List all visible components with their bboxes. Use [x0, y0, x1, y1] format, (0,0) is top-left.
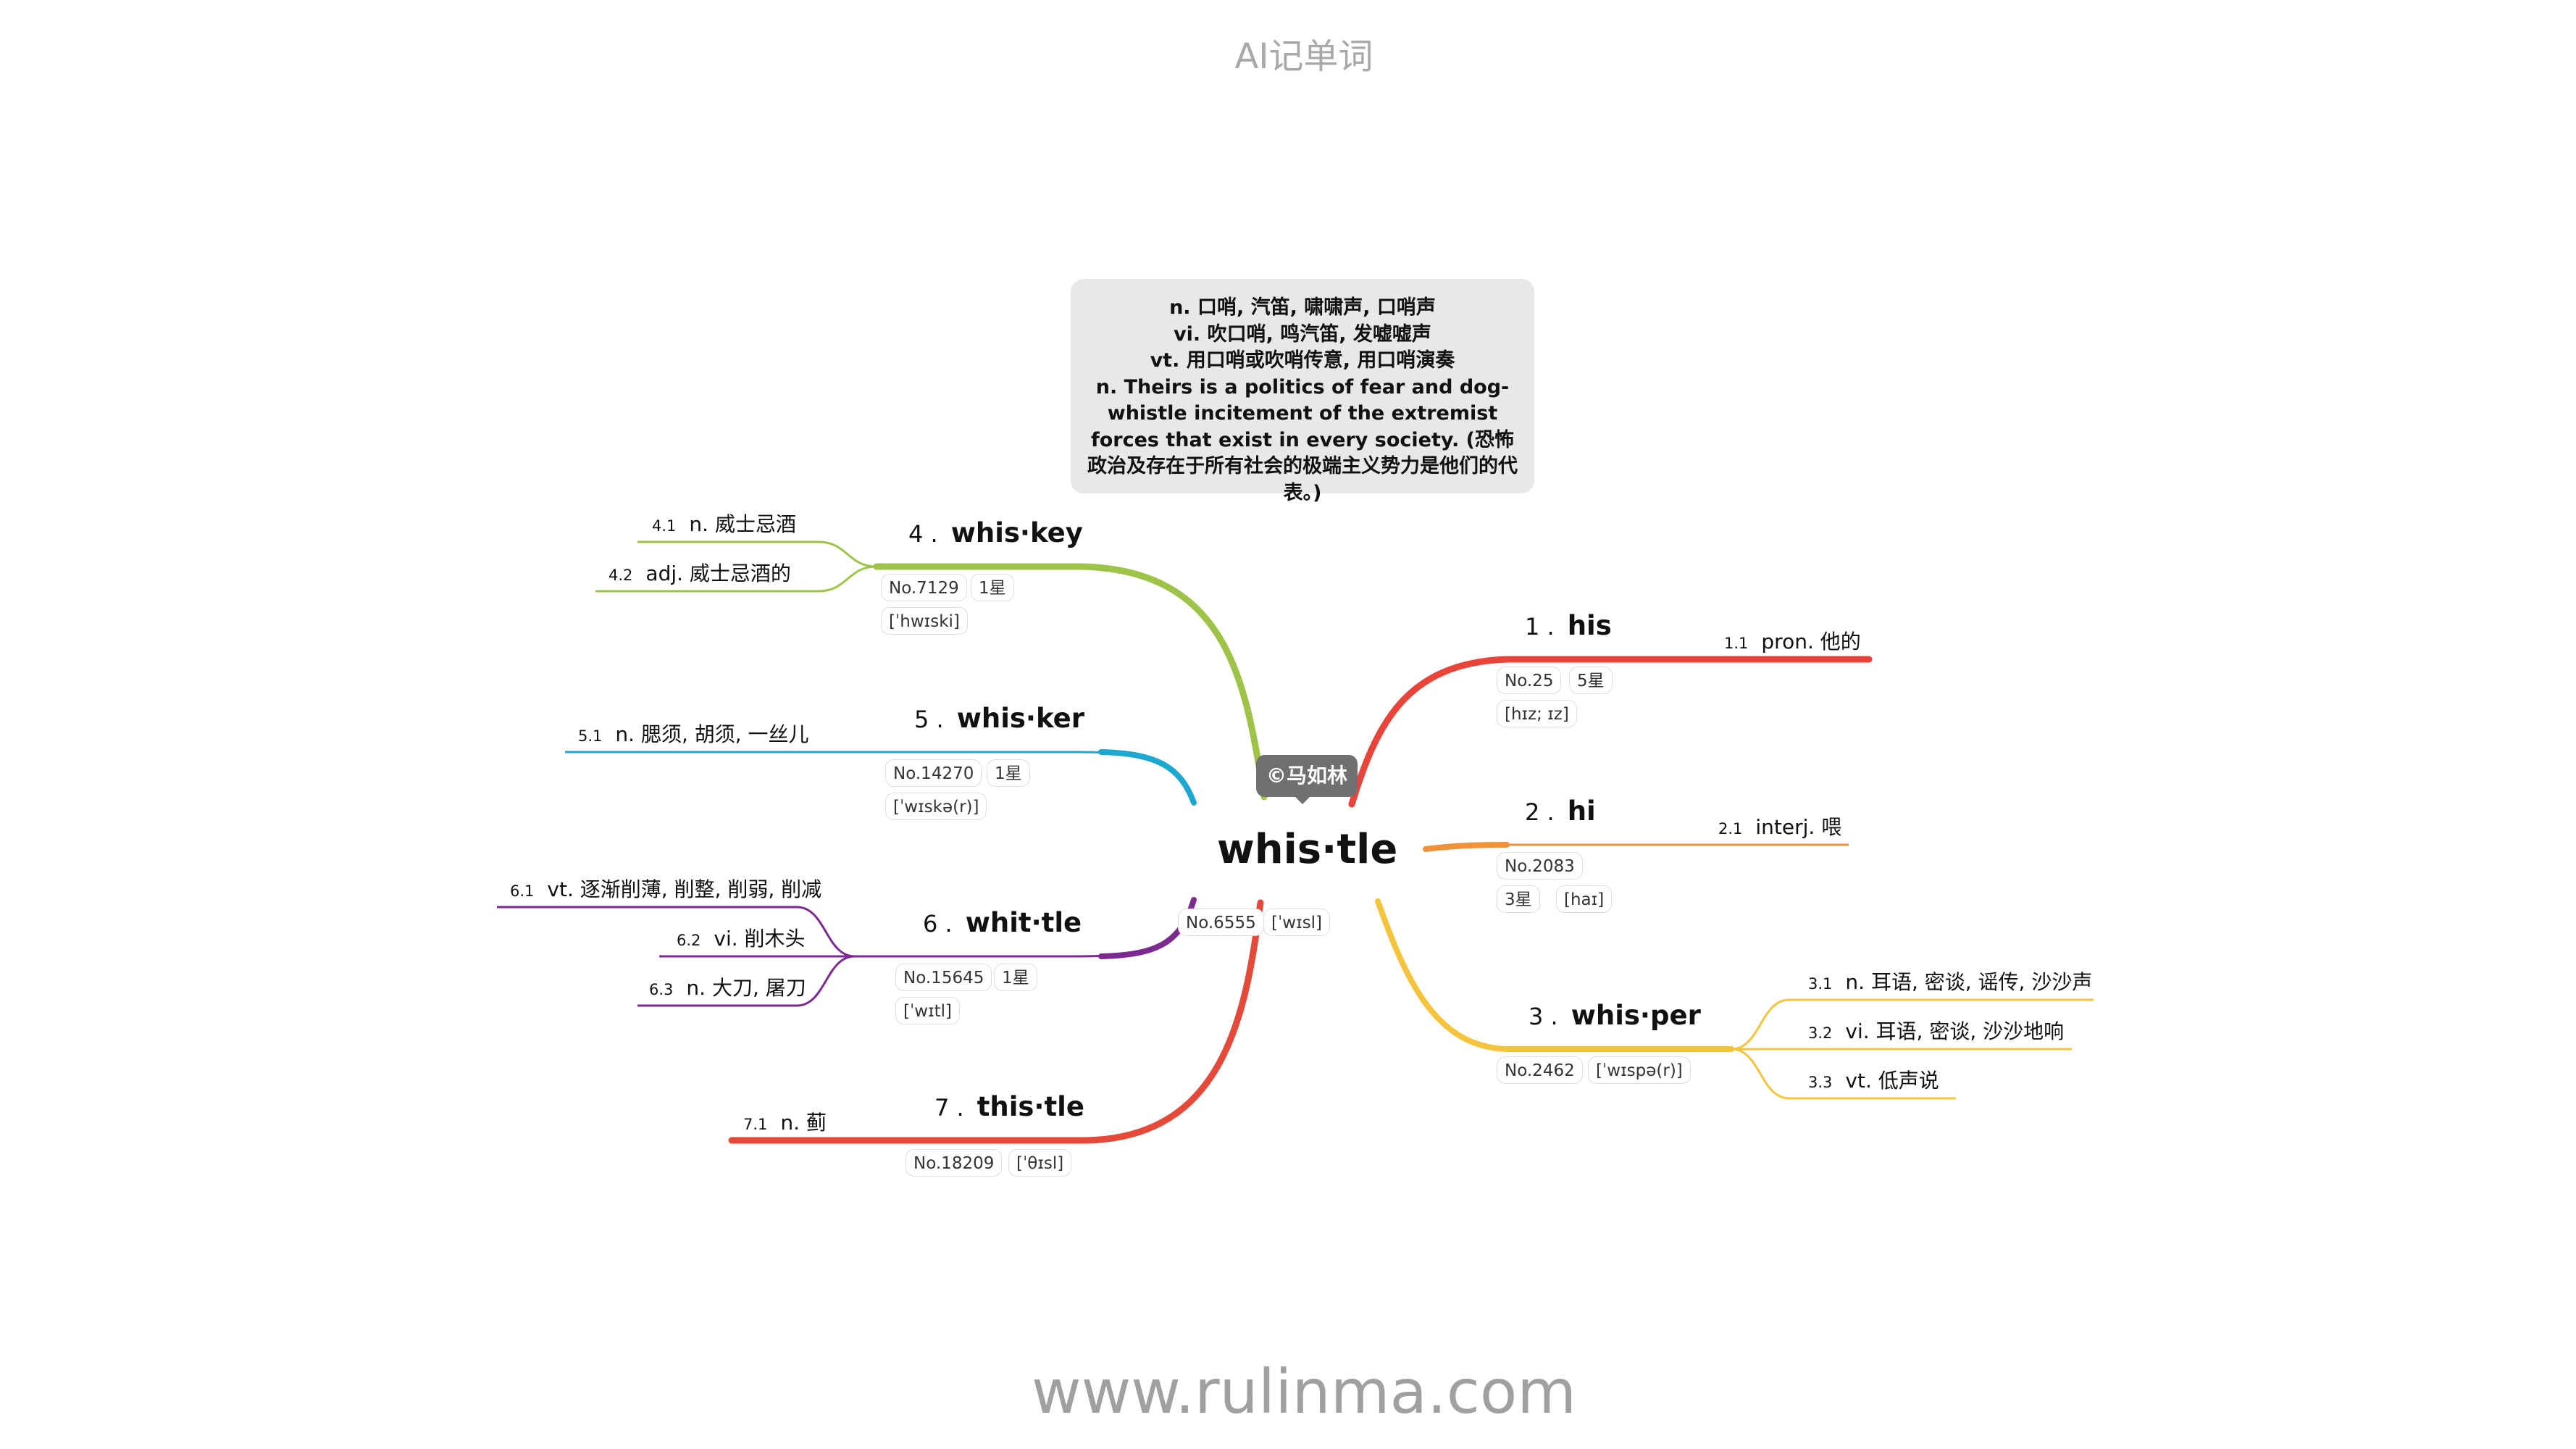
branch-phonetic-tag: [ˈθɪsl] — [1008, 1149, 1072, 1177]
definition-line: vt. 用口哨或吹哨传意, 用口哨演奏 — [1150, 349, 1455, 372]
sense-text: n. 耳语, 密谈, 谣传, 沙沙声 — [1845, 970, 2093, 994]
branch-star-tag: 1星 — [994, 964, 1037, 991]
sense-item: 7.1 n. 蓟 — [743, 1107, 827, 1136]
sense-number: 6.3 — [649, 981, 674, 998]
branch-word-text: whis·ker — [956, 703, 1084, 734]
sense-item: 5.1 n. 腮须, 胡须, 一丝儿 — [578, 719, 809, 748]
sense-text: pron. 他的 — [1761, 630, 1861, 653]
sense-text: vt. 逐渐削薄, 削整, 削弱, 削减 — [547, 877, 822, 901]
branch-no-tag: No.15645 — [895, 964, 992, 991]
sense-text: n. 蓟 — [780, 1111, 827, 1135]
branch-phonetic-tag: [ˈwɪspə(r)] — [1588, 1056, 1691, 1084]
branch-connector-whisker — [565, 751, 1195, 803]
branch-connector-his — [1348, 656, 1873, 808]
branch-connector-whiskey — [873, 563, 1268, 801]
sense-number: 3.1 — [1808, 975, 1833, 993]
branch-phonetic-tag: [ˈwɪtl] — [895, 997, 961, 1024]
branch-phonetic-tag: [haɪ] — [1556, 885, 1613, 913]
sense-text: vi. 削木头 — [714, 927, 806, 951]
branch-word-text: this·tle — [977, 1091, 1084, 1122]
page-title: AI记单词 — [1234, 36, 1373, 77]
sense-text: vt. 低声说 — [1845, 1069, 1939, 1093]
sense-text: n. 腮须, 胡须, 一丝儿 — [615, 722, 809, 746]
sense-number: 7.1 — [743, 1116, 768, 1133]
sense-item: 3.2 vi. 耳语, 密谈, 沙沙地响 — [1808, 1016, 2064, 1045]
sense-item: 1.1 pron. 他的 — [1724, 626, 1861, 655]
sense-text: adj. 威士忌酒的 — [645, 561, 791, 585]
sense-item: 3.3 vt. 低声说 — [1808, 1065, 1939, 1094]
branch-number: 2 . — [1525, 798, 1555, 826]
definition-line: vi. 吹口哨, 鸣汽笛, 发嘘嘘声 — [1174, 322, 1431, 346]
branch-no-tag: No.7129 — [881, 574, 967, 601]
branch-word-hi[interactable]: 2 . hi — [1525, 796, 1596, 827]
branch-number: 3 . — [1529, 1003, 1558, 1030]
branch-phonetic-tag: [ˈwɪskə(r)] — [885, 793, 987, 820]
branch-word-whittle[interactable]: 6 . whit·tle — [923, 907, 1082, 938]
sense-item: 3.1 n. 耳语, 密谈, 谣传, 沙沙声 — [1808, 966, 2092, 995]
sense-item: 6.3 n. 大刀, 屠刀 — [649, 972, 806, 1001]
author-label: ©马如林 — [1256, 755, 1358, 797]
sense-text: interj. 喂 — [1755, 815, 1842, 839]
branch-word-text: whit·tle — [965, 907, 1082, 938]
branch-no-tag: No.18209 — [906, 1149, 1003, 1177]
branch-word-text: whis·per — [1571, 1000, 1701, 1031]
branch-no-tag: No.2083 — [1497, 852, 1583, 880]
branch-word-text: whis·key — [950, 517, 1083, 548]
sense-text: n. 大刀, 屠刀 — [686, 976, 806, 1000]
sense-number: 3.3 — [1808, 1074, 1833, 1091]
sense-number: 6.2 — [677, 932, 701, 949]
branch-word-whisper[interactable]: 3 . whis·per — [1529, 1000, 1701, 1031]
branch-number: 7 . — [934, 1094, 964, 1122]
branch-number: 4 . — [908, 520, 938, 548]
branch-connector-thistle — [728, 899, 1264, 1144]
branch-star-tag: 1星 — [987, 759, 1030, 787]
sense-item: 2.1 interj. 喂 — [1718, 811, 1841, 840]
branch-no-tag: No.2462 — [1497, 1056, 1583, 1084]
definition-line: n. Theirs is a politics of fear and dog-… — [1087, 375, 1518, 504]
definition-line: n. 口哨, 汽笛, 啸啸声, 口哨声 — [1169, 296, 1436, 319]
sense-item: 4.1 n. 威士忌酒 — [652, 509, 796, 538]
branch-no-tag: No.14270 — [885, 759, 982, 787]
sense-number: 6.1 — [510, 882, 535, 900]
sense-text: vi. 耳语, 密谈, 沙沙地响 — [1845, 1019, 2065, 1043]
branch-word-whiskey[interactable]: 4 . whis·key — [908, 517, 1083, 548]
sense-number: 3.2 — [1808, 1024, 1833, 1042]
branch-word-whisker[interactable]: 5 . whis·ker — [914, 703, 1084, 734]
branch-word-text: hi — [1567, 796, 1596, 827]
center-phonetic-tag: [ˈwɪsl] — [1263, 909, 1330, 936]
sense-item: 4.2 adj. 威士忌酒的 — [609, 558, 791, 587]
center-word[interactable]: whis·tle — [1217, 826, 1398, 873]
sense-item: 6.2 vi. 削木头 — [677, 923, 806, 952]
sense-number: 4.1 — [652, 517, 677, 535]
branch-number: 1 . — [1525, 613, 1555, 640]
branch-phonetic-tag: [hɪz; ɪz] — [1497, 700, 1577, 727]
sense-number: 1.1 — [1724, 635, 1749, 652]
branch-star-tag: 5星 — [1569, 667, 1613, 694]
definition-box: n. 口哨, 汽笛, 啸啸声, 口哨声 vi. 吹口哨, 鸣汽笛, 发嘘嘘声 v… — [1071, 279, 1534, 504]
branch-word-his[interactable]: 1 . his — [1525, 610, 1612, 641]
center-no-tag: No.6555 — [1178, 909, 1264, 936]
author-label-pointer — [1294, 796, 1311, 804]
branch-no-tag: No.25 — [1497, 667, 1562, 694]
branch-star-tag: 1星 — [971, 574, 1014, 601]
branch-star-tag: 3星 — [1497, 885, 1540, 913]
branch-phonetic-tag: [ˈhwɪski] — [881, 607, 968, 635]
sense-number: 2.1 — [1718, 820, 1743, 838]
sense-number: 4.2 — [609, 567, 633, 584]
sense-number: 5.1 — [578, 727, 603, 745]
sense-text: n. 威士忌酒 — [689, 512, 796, 536]
footer-url: www.rulinma.com — [1031, 1356, 1577, 1427]
branch-word-thistle[interactable]: 7 . this·tle — [934, 1091, 1084, 1122]
branch-word-text: his — [1567, 610, 1612, 641]
branch-connector-whisper — [1375, 898, 1734, 1052]
branch-number: 5 . — [914, 706, 944, 733]
sense-item: 6.1 vt. 逐渐削薄, 削整, 削弱, 削减 — [510, 874, 821, 903]
branch-number: 6 . — [923, 910, 953, 938]
